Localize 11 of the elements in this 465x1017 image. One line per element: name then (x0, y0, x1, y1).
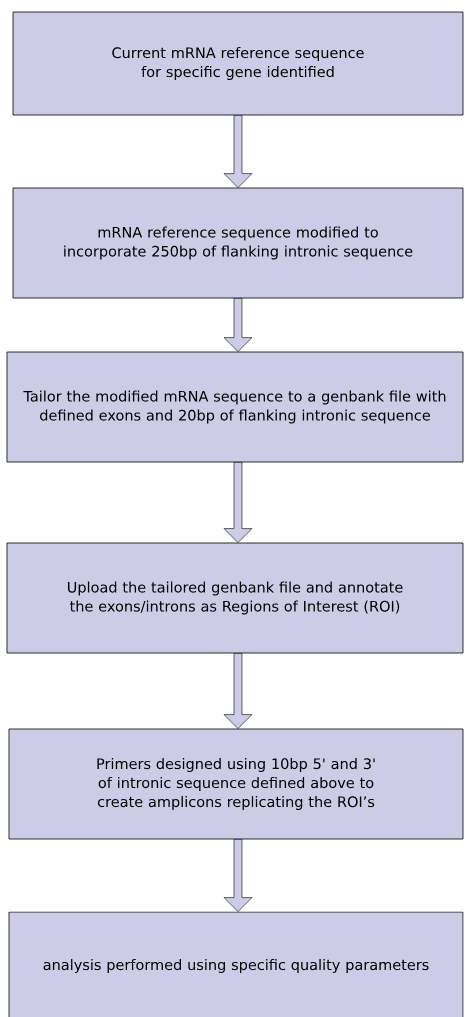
process-box: Current mRNA reference sequence for specific gene identified (12, 11, 464, 116)
block-arrow (223, 839, 253, 912)
block-arrow (223, 653, 253, 729)
process-box: mRNA reference sequence modified to incorporate 250bp of flanking intronic sequence (12, 187, 464, 299)
block-arrow (223, 462, 253, 543)
block-arrow (223, 298, 253, 352)
process-box: Primers designed using 10bp 5' and 3' of intronic sequence defined above to create amplicons replicating the ROI’s (8, 728, 464, 840)
process-box: Upload the tailored genbank file and annotate the exons/introns as Regions of Interest (ROI) (6, 542, 464, 654)
process-box: Tailor the modified mRNA sequence to a genbank file with defined exons and 20bp of flanking intronic sequence (6, 351, 464, 463)
process-box: analysis performed using specific quality parameters (8, 911, 464, 1017)
block-arrow (223, 115, 253, 188)
